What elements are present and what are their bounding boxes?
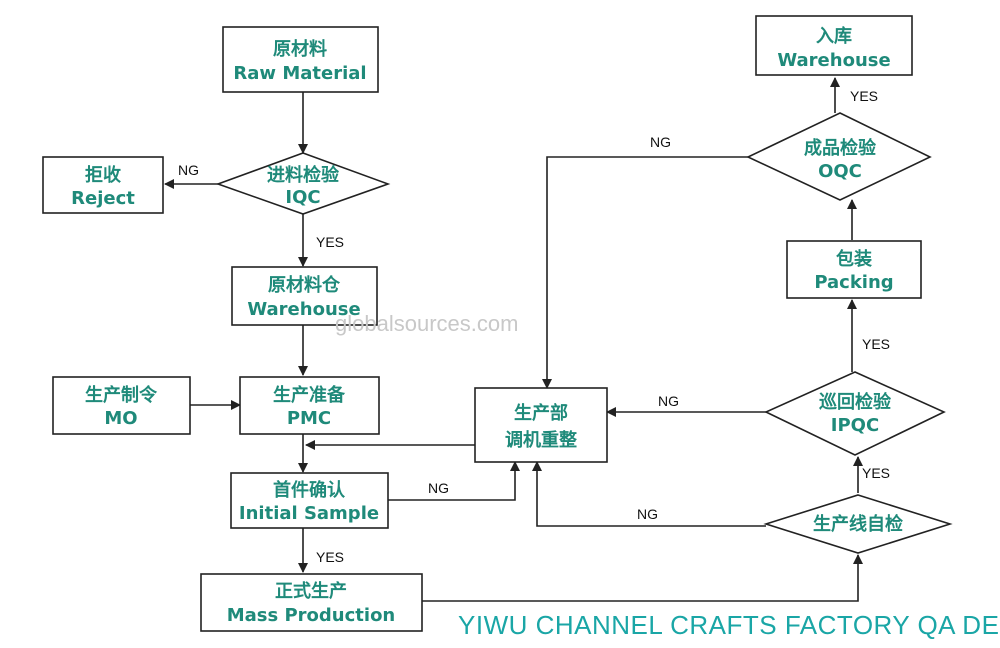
node-mass-production: 正式生产 Mass Production	[200, 573, 423, 632]
mo-cn: 生产制令	[85, 384, 158, 406]
edge-labels: NG YES NG YES NG YES NG YES NG YES	[178, 88, 890, 565]
label-selfcheck-yes: YES	[862, 465, 890, 481]
label-ipqc-ng: NG	[658, 393, 679, 409]
label-oqc-ng: NG	[650, 134, 671, 150]
edge-sample-ng-to-adjust	[388, 461, 520, 501]
iqc-en: IQC	[285, 187, 320, 208]
nodes: 原材料 Raw Material 进料检验 IQC 拒收 Reject 原材料仓…	[42, 15, 953, 632]
raw-material-en: Raw Material	[233, 63, 366, 84]
label-sample-yes: YES	[316, 549, 344, 565]
raw-warehouse-cn: 原材料仓	[268, 274, 341, 296]
label-selfcheck-ng: NG	[637, 506, 658, 522]
reject-cn: 拒收	[85, 164, 121, 186]
pmc-en: PMC	[287, 408, 331, 429]
node-reject: 拒收 Reject	[42, 156, 164, 214]
node-final-warehouse: 入库 Warehouse	[755, 15, 913, 76]
raw-warehouse-en: Warehouse	[247, 299, 360, 320]
mass-production-en: Mass Production	[227, 605, 396, 626]
edges	[164, 77, 863, 602]
initial-sample-cn: 首件确认	[273, 479, 346, 501]
adjust-line-1: 生产部	[514, 402, 568, 424]
label-sample-ng: NG	[428, 480, 449, 496]
node-self-check: 生产线自检	[763, 494, 953, 554]
edge-selfcheck-ng-to-adjust	[532, 461, 766, 527]
watermark-text: globalsources.com	[335, 311, 518, 336]
iqc-cn: 进料检验	[267, 164, 340, 186]
footer-title: YIWU CHANNEL CRAFTS FACTORY QA DEPT.	[458, 610, 1000, 640]
node-iqc: 进料检验 IQC	[215, 152, 391, 215]
node-oqc: 成品检验 OQC	[746, 112, 932, 201]
edge-mass-to-selfcheck	[422, 554, 863, 602]
oqc-en: OQC	[818, 161, 862, 182]
node-pmc: 生产准备 PMC	[239, 376, 380, 435]
initial-sample-en: Initial Sample	[239, 503, 379, 524]
label-oqc-yes: YES	[850, 88, 878, 104]
mo-en: MO	[104, 408, 137, 429]
node-initial-sample: 首件确认 Initial Sample	[230, 472, 389, 529]
self-check-cn: 生产线自检	[813, 513, 903, 535]
label-ipqc-yes: YES	[862, 336, 890, 352]
packing-en: Packing	[814, 272, 893, 293]
oqc-cn: 成品检验	[804, 137, 877, 159]
ipqc-cn: 巡回检验	[819, 391, 892, 413]
node-adjust: 生产部 调机重整	[474, 387, 608, 463]
edge-oqc-ng-to-adjust	[542, 156, 748, 389]
ipqc-en: IPQC	[831, 415, 879, 436]
node-raw-material: 原材料 Raw Material	[222, 26, 379, 93]
packing-cn: 包装	[836, 248, 872, 270]
label-iqc-yes: YES	[316, 234, 344, 250]
raw-material-cn: 原材料	[273, 38, 327, 60]
node-packing: 包装 Packing	[786, 240, 922, 299]
adjust-line-2: 调机重整	[505, 429, 577, 451]
final-warehouse-cn: 入库	[816, 25, 852, 47]
pmc-cn: 生产准备	[273, 384, 346, 406]
node-ipqc: 巡回检验 IPQC	[764, 371, 946, 456]
node-mo: 生产制令 MO	[52, 376, 191, 435]
node-raw-warehouse: 原材料仓 Warehouse	[231, 266, 378, 326]
mass-production-cn: 正式生产	[275, 580, 347, 602]
reject-en: Reject	[71, 188, 135, 209]
label-iqc-reject-ng: NG	[178, 162, 199, 178]
final-warehouse-en: Warehouse	[777, 50, 890, 71]
